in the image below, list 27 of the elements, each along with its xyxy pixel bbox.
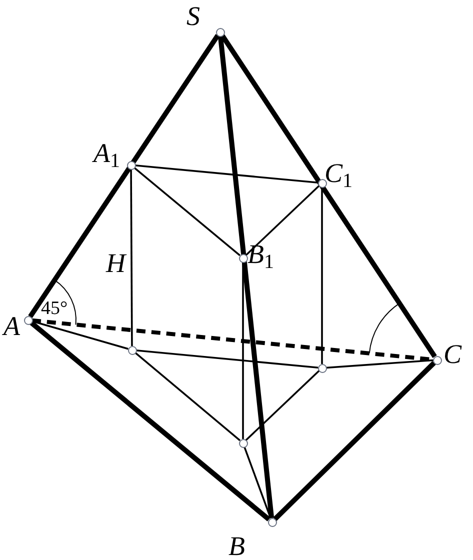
angle-label: 45° bbox=[41, 299, 68, 318]
point bbox=[128, 346, 136, 354]
point bbox=[238, 438, 248, 448]
point-label: C$_{1}$ bbox=[324, 160, 353, 186]
line-segment bbox=[245, 185, 320, 256]
line-segment bbox=[245, 370, 320, 441]
line-segment bbox=[136, 349, 318, 369]
line-segment bbox=[134, 166, 240, 256]
line-segment bbox=[218, 36, 274, 518]
line-segment bbox=[273, 361, 436, 521]
line-segment bbox=[220, 34, 437, 358]
point-label: A bbox=[4, 312, 20, 340]
segment-label: H bbox=[106, 250, 126, 277]
line-segment bbox=[29, 320, 271, 522]
point-label: A$_{1}$ bbox=[94, 140, 120, 166]
point bbox=[318, 364, 326, 372]
point-label: S bbox=[186, 2, 200, 30]
line-segment bbox=[242, 262, 244, 439]
line-segment bbox=[134, 164, 318, 184]
line-segment bbox=[244, 446, 272, 519]
line-segment bbox=[134, 352, 241, 442]
line-segment bbox=[130, 169, 133, 346]
point-label: B bbox=[228, 532, 245, 560]
point-label: C bbox=[444, 340, 462, 368]
line-segment bbox=[321, 187, 323, 364]
line-segment bbox=[28, 34, 220, 318]
line-segment bbox=[326, 359, 434, 369]
